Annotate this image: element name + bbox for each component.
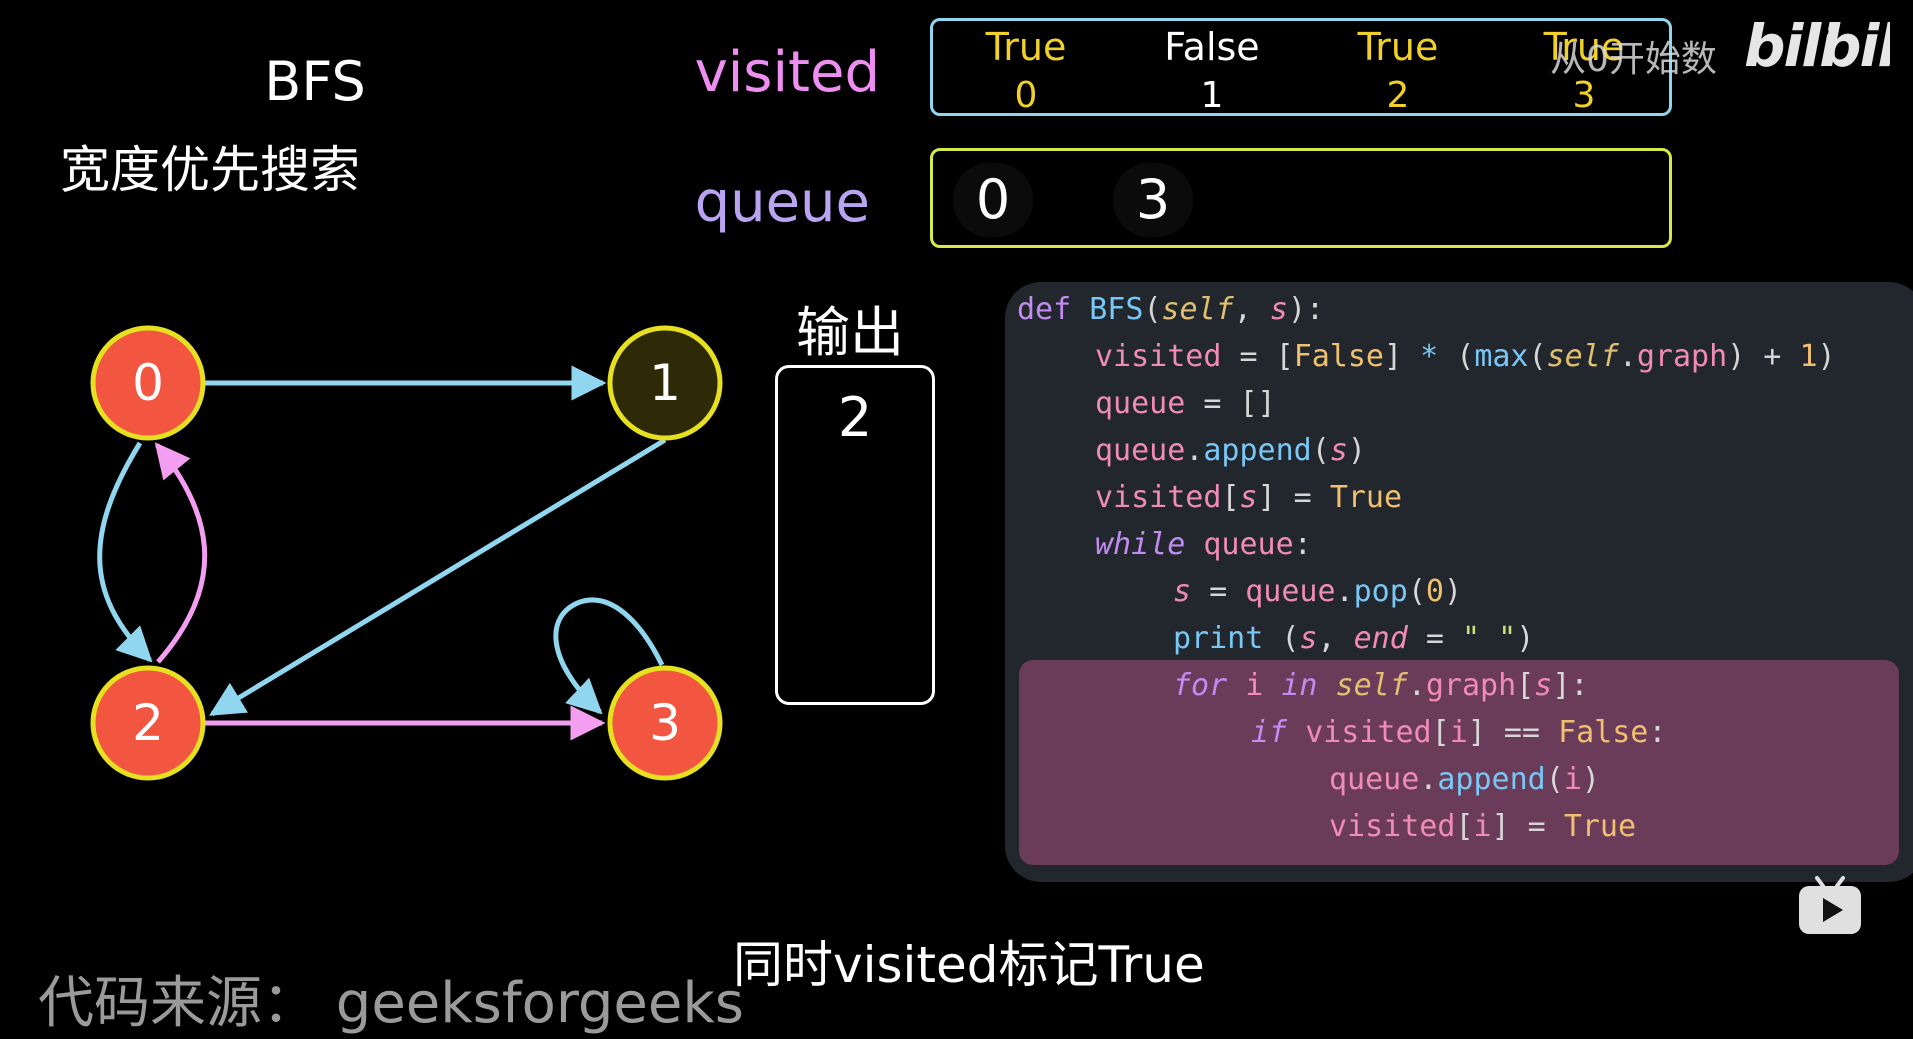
graph-node-label: 2 <box>132 694 164 752</box>
graph-node-3: 3 <box>607 665 723 781</box>
bilibili-logo: bili bili <box>1740 10 1913 96</box>
graph-diagram: 0 1 2 3 <box>90 325 723 781</box>
code-panel: def BFS(self, s): visited = [False] * (m… <box>1005 282 1913 882</box>
visited-cell-1: False 1 <box>1119 21 1305 116</box>
visited-cell-3: True 3 <box>1491 21 1677 116</box>
watermark-text: 从0开始数 <box>1550 39 1717 80</box>
svg-text:bili: bili <box>1820 12 1890 80</box>
output-label: 输出 <box>796 301 904 364</box>
code-line-3: queue = [] <box>1095 386 1276 421</box>
title-subtitle: 宽度优先搜索 <box>60 141 360 199</box>
code-line-9: for i in self.graph[s]: <box>1173 668 1589 703</box>
visited-array: True 0 False 1 True 2 True 3 <box>930 18 1672 116</box>
svg-text:bili: bili <box>1744 12 1840 80</box>
graph-node-2: 2 <box>90 665 206 781</box>
visited-index-3: 3 <box>1572 75 1596 116</box>
caption: 同时visited标记True <box>733 936 1205 994</box>
play-icon[interactable] <box>1795 872 1865 938</box>
visited-index-1: 1 <box>1200 75 1224 116</box>
visited-value-0: True <box>985 25 1067 69</box>
code-line-10: if visited[i] == False: <box>1251 715 1667 750</box>
code-highlight <box>1019 660 1899 865</box>
queue-label: queue <box>694 170 870 235</box>
queue-array: 0 3 <box>930 148 1672 248</box>
code-line-4: queue.append(s) <box>1095 433 1366 468</box>
visited-cell-2: True 2 <box>1305 21 1491 116</box>
graph-node-label: 3 <box>649 694 681 752</box>
output-value: 2 <box>837 386 873 449</box>
edge-0-2 <box>97 441 153 663</box>
visited-value-1: False <box>1164 25 1260 69</box>
source-credit: 代码来源： geeksforgeeks <box>38 971 744 1036</box>
edge-3-3 <box>553 597 665 715</box>
queue-item-1: 3 <box>1113 163 1193 237</box>
edge-1-2 <box>209 437 667 717</box>
graph-node-label: 1 <box>649 354 681 412</box>
edge-2-0 <box>154 442 208 664</box>
code-line-5: visited[s] = True <box>1095 480 1403 515</box>
graph-node-1: 1 <box>607 325 723 441</box>
visited-value-2: True <box>1357 25 1439 69</box>
graph-node-0: 0 <box>90 325 206 441</box>
visited-value-3: True <box>1543 25 1625 69</box>
code-line-12: visited[i] = True <box>1329 809 1637 844</box>
output-box: 2 <box>775 365 935 705</box>
queue-item-0: 0 <box>953 163 1033 237</box>
code-line-11: queue.append(i) <box>1329 762 1600 797</box>
visited-index-0: 0 <box>1014 75 1038 116</box>
bilibili-logo-icon: bili bili <box>1744 12 1913 80</box>
graph-node-label: 0 <box>132 354 164 412</box>
code-line-8: print (s, end = " ") <box>1173 621 1535 656</box>
visited-label: visited <box>694 40 880 105</box>
code-line-6: while queue: <box>1095 527 1312 562</box>
visited-cell-0: True 0 <box>933 21 1119 116</box>
code-line-1: def BFS(self, s): <box>1017 292 1325 327</box>
title-bfs: BFS <box>264 50 366 113</box>
code-line-2: visited = [False] * (max(self.graph) + 1… <box>1095 339 1836 374</box>
code-line-7: s = queue.pop(0) <box>1173 574 1462 609</box>
visited-index-2: 2 <box>1386 75 1410 116</box>
